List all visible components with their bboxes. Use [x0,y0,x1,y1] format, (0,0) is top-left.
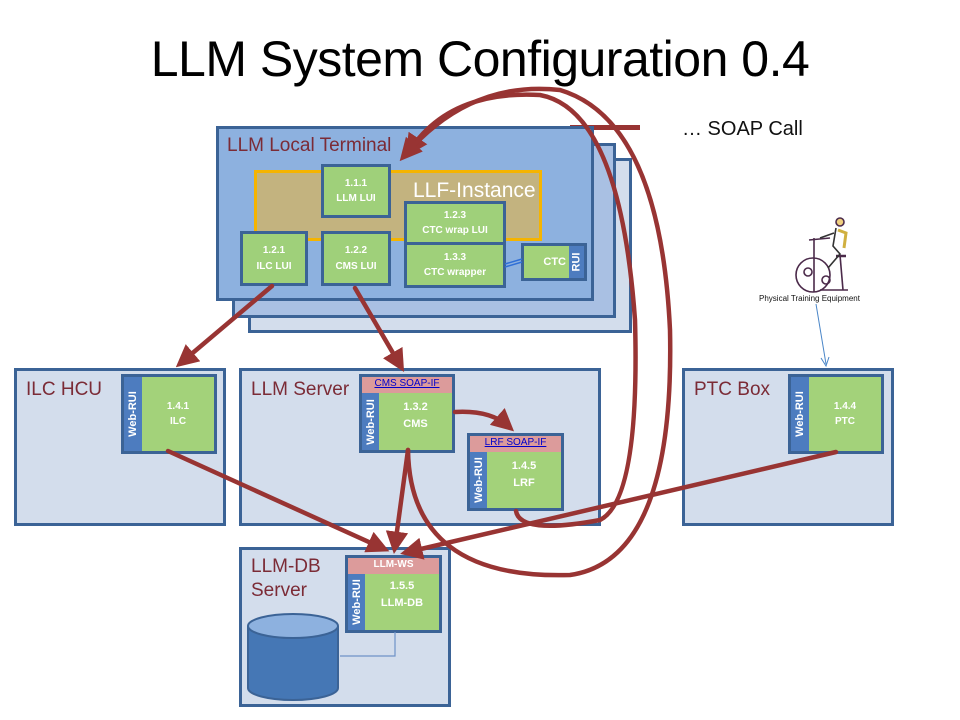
page-title: LLM System Configuration 0.4 [150,31,810,87]
rui-label: Web-RUI [127,391,140,437]
component-ctc-wrapper[interactable]: 1.3.3 CTC wrapper [404,242,506,288]
web-rui[interactable]: Web-RUI [791,377,809,451]
component-name: CMS LUI [335,260,377,272]
component-lrf[interactable]: LRF SOAP-IF Web-RUI 1.4.5 LRF [467,433,564,511]
legend-soap-label: … SOAP Call [682,118,803,140]
component-ctc-wrap-lui[interactable]: 1.2.3 CTC wrap LUI [404,201,506,245]
ctc-label: CTC [543,256,566,268]
component-cms-lui[interactable]: 1.2.2 CMS LUI [321,231,391,286]
rui-label: Web-RUI [472,457,485,503]
component-id: 1.2.2 [344,245,368,256]
exercise-bike-icon [795,217,848,293]
component-llm-db[interactable]: LLM-WS Web-RUI 1.5.5 LLM-DB [345,555,442,633]
llm-ws-interface[interactable]: LLM-WS [348,558,439,574]
component-name: LLM-DB [380,596,424,609]
rui-label: Web-RUI [350,579,363,625]
rui-label: Web-RUI [364,398,377,445]
llm-server-label: LLM Server [251,379,350,400]
component-cms[interactable]: CMS SOAP-IF Web-RUI 1.3.2 CMS [359,374,455,453]
component-id: 1.4.4 [833,401,857,412]
equipment-caption: Physical Training Equipment [759,294,860,303]
component-id: 1.3.2 [403,401,428,413]
rui-label: Web-RUI [794,391,807,437]
ptc-body: 1.4.4 PTC [809,377,881,451]
equipment-connector [815,303,827,365]
component-ctc[interactable]: CTC RUI [521,243,587,281]
web-rui[interactable]: Web-RUI [470,452,487,508]
web-rui[interactable]: Web-RUI [348,574,365,630]
component-name: ILC LUI [256,260,292,272]
web-rui[interactable]: Web-RUI [362,393,379,450]
lrf-body: 1.4.5 LRF [487,452,561,508]
component-ilc[interactable]: Web-RUI 1.4.1 ILC [121,374,217,454]
component-id: 1.1.1 [344,177,368,189]
llm-db-body: 1.5.5 LLM-DB [365,574,439,630]
component-id: 1.4.5 [511,460,537,472]
component-name: LRF [513,476,535,489]
llf-instance-label: LLF-Instance [413,179,536,202]
lrf-soap-interface[interactable]: LRF SOAP-IF [470,436,561,452]
component-name: LLM LUI [336,193,376,204]
component-id: 1.3.3 [443,251,467,263]
component-name: PTC [835,416,855,427]
local-terminal-label: LLM Local Terminal [227,135,392,156]
component-ilc-lui[interactable]: 1.2.1 ILC LUI [240,231,308,286]
component-id: 1.2.1 [262,245,286,256]
cms-body: 1.3.2 CMS [379,393,452,450]
component-id: 1.2.3 [443,209,467,221]
component-id: 1.5.5 [389,580,415,592]
cms-soap-interface[interactable]: CMS SOAP-IF [362,377,452,393]
rui-label: RUI [570,252,583,272]
component-name: CMS [403,417,428,430]
component-name: CTC wrap LUI [422,225,488,236]
ctc-body: CTC [524,246,569,278]
db-server-label-line2: Server [251,580,307,601]
ilc-body: 1.4.1 ILC [142,377,214,451]
component-name: ILC [169,416,187,427]
component-name: CTC wrapper [423,267,487,278]
component-llm-lui[interactable]: 1.1.1 LLM LUI [321,164,391,218]
ctc-rui[interactable]: RUI [569,246,584,278]
component-ptc[interactable]: Web-RUI 1.4.4 PTC [788,374,884,454]
web-rui[interactable]: Web-RUI [124,377,142,451]
ptc-box-label: PTC Box [694,379,771,400]
ilc-hcu-label: ILC HCU [26,379,103,400]
db-server-label-line1: LLM-DB [251,556,321,577]
component-id: 1.4.1 [166,401,190,412]
